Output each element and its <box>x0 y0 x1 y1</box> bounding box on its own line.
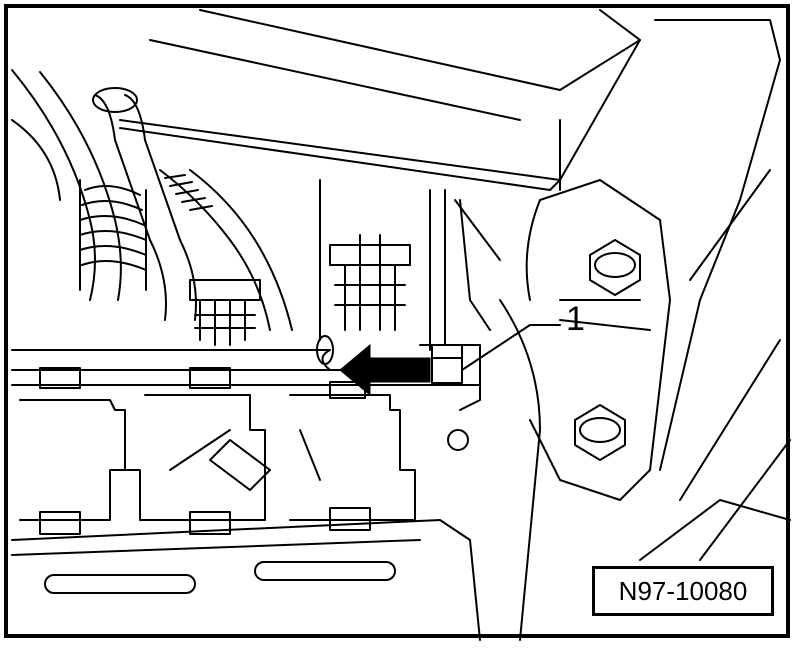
lower-plate <box>12 520 480 640</box>
hose-clamp <box>93 88 137 112</box>
callout-1-leader <box>462 325 560 370</box>
left-hose <box>12 70 95 300</box>
right-bracket <box>530 180 670 500</box>
bolt-upper <box>590 240 640 295</box>
direction-arrow <box>340 345 430 395</box>
figure-border <box>4 4 790 638</box>
connector-comb-middle <box>330 235 410 330</box>
upper-cover-panel <box>120 10 640 180</box>
part-1-clip <box>432 345 468 450</box>
wiring-harness <box>160 170 270 330</box>
connector-comb-left <box>190 280 260 345</box>
corrugated-hose <box>80 180 146 290</box>
rail-clips <box>40 368 370 534</box>
plate-slots <box>45 562 395 593</box>
relay-slots <box>20 395 415 520</box>
figure-code: N97-10080 <box>592 566 774 616</box>
callout-1-label: 1 <box>566 300 585 338</box>
bolt-lower <box>575 405 625 460</box>
